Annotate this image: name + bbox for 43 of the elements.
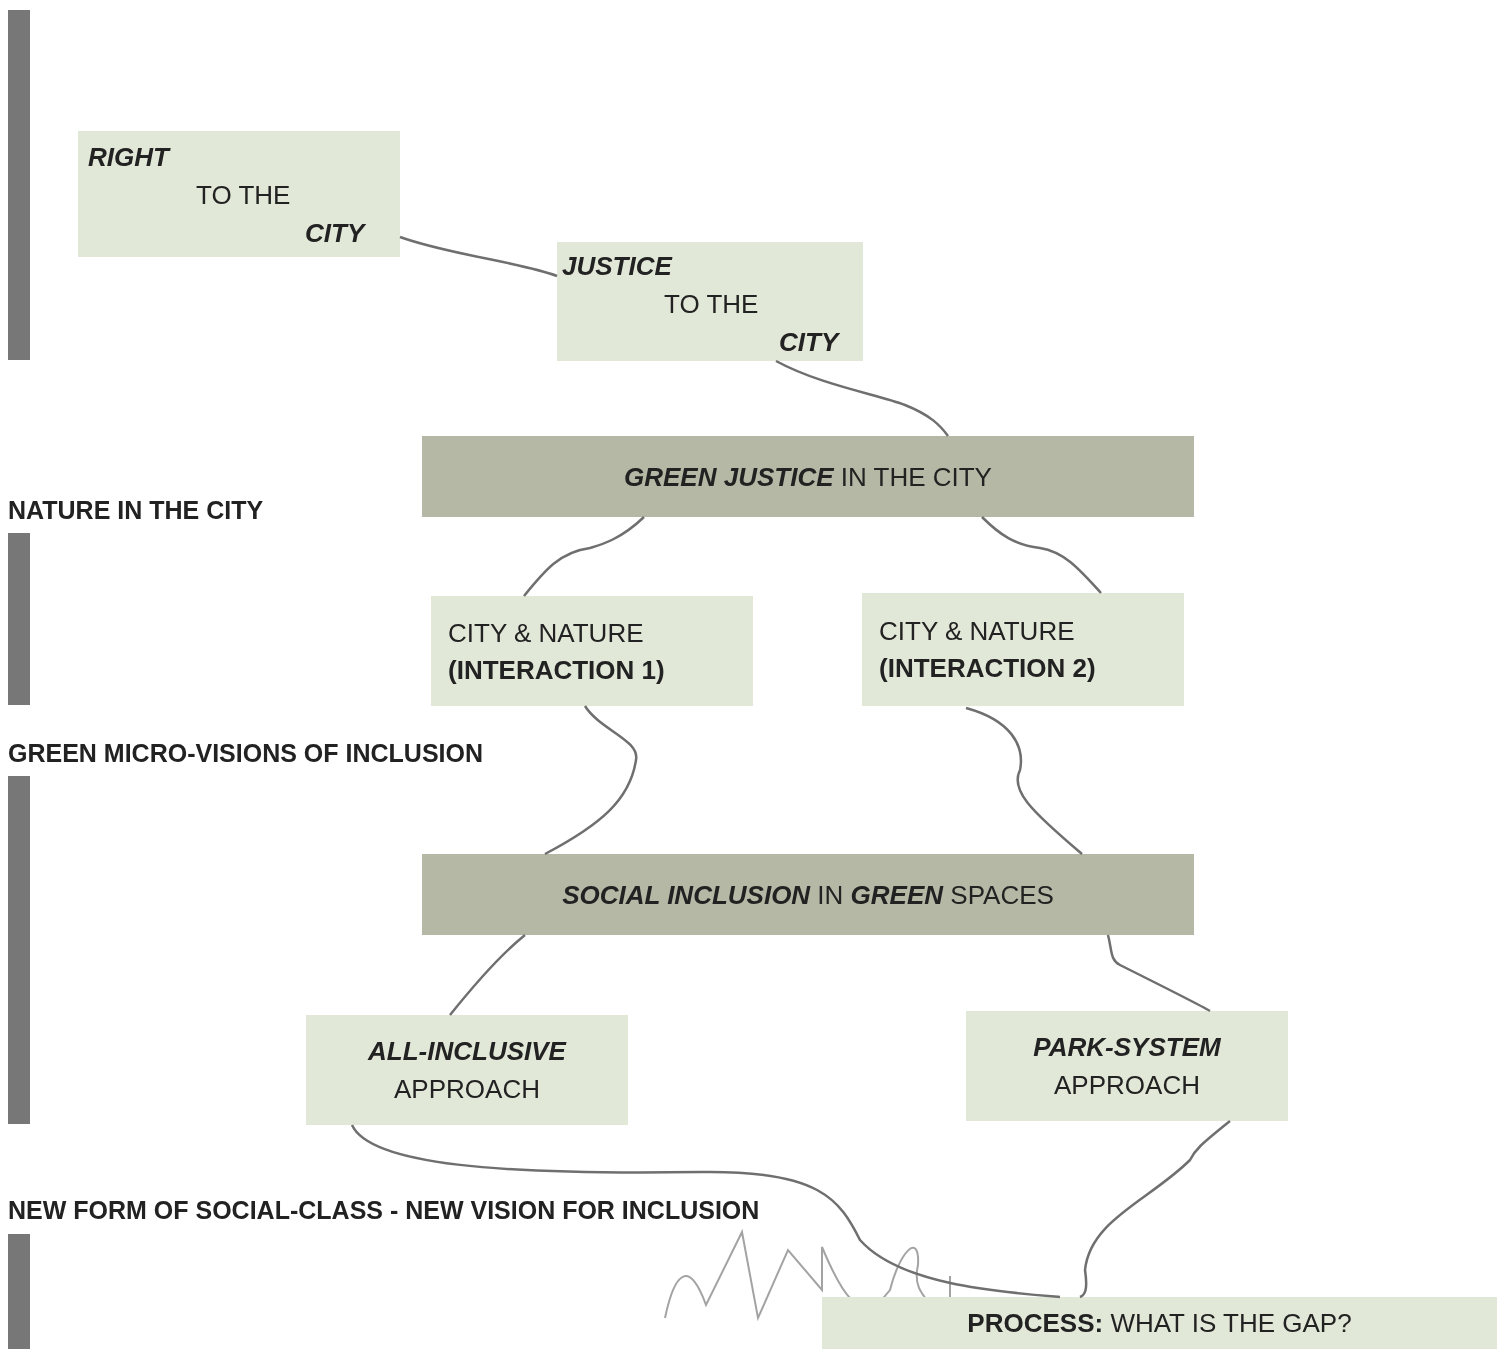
node-text: RIGHT [88, 141, 169, 173]
concept-box [966, 1011, 1288, 1121]
section-heading: NATURE IN THE CITY [8, 495, 264, 526]
node-text: CITY & NATURE [879, 615, 1075, 647]
section-bar [8, 10, 30, 360]
connector-line [523, 516, 645, 597]
node-text: CITY [779, 326, 839, 358]
connector-line [351, 1124, 1061, 1299]
node-text: (INTERACTION 1) [448, 653, 665, 686]
node-text: PROCESS: WHAT IS THE GAP? [967, 1307, 1352, 1339]
node-text: JUSTICE [562, 250, 672, 282]
node-text: CITY [305, 217, 365, 249]
concept-box [431, 596, 753, 706]
connector-line [981, 516, 1102, 594]
section-heading: GREEN MICRO-VISIONS OF INCLUSION [8, 738, 484, 769]
node-text: CITY & NATURE [448, 616, 644, 649]
connector-line [1079, 1120, 1231, 1299]
node-text: APPROACH [394, 1073, 540, 1105]
concept-box [822, 1297, 1497, 1349]
node-text: GREEN JUSTICE IN THE CITY [624, 460, 992, 493]
concept-box [557, 242, 863, 361]
connector-line [399, 235, 558, 278]
section-bar [8, 533, 30, 705]
connector-line [449, 934, 526, 1016]
concept-box [862, 593, 1184, 706]
section-bar [8, 1234, 30, 1349]
connector-line [965, 706, 1083, 855]
theme-band [422, 436, 1194, 517]
node-text: PARK-SYSTEM [1033, 1031, 1221, 1063]
theme-band [422, 854, 1194, 935]
node-text: ALL-INCLUSIVE [368, 1035, 566, 1067]
section-heading: NEW FORM OF SOCIAL-CLASS - NEW VISION FOR INCLUSION [8, 1195, 760, 1226]
section-bar [8, 776, 30, 1124]
connector-line [1106, 934, 1211, 1013]
node-text: TO THE [664, 288, 759, 320]
node-text: TO THE [196, 179, 291, 211]
connector-line [544, 705, 638, 856]
concept-box [306, 1015, 628, 1125]
node-text: APPROACH [1054, 1069, 1200, 1101]
node-text: SOCIAL INCLUSION IN GREEN SPACES [562, 878, 1054, 911]
node-text: (INTERACTION 2) [879, 652, 1096, 684]
concept-box [78, 131, 400, 257]
connector-line [775, 359, 949, 437]
